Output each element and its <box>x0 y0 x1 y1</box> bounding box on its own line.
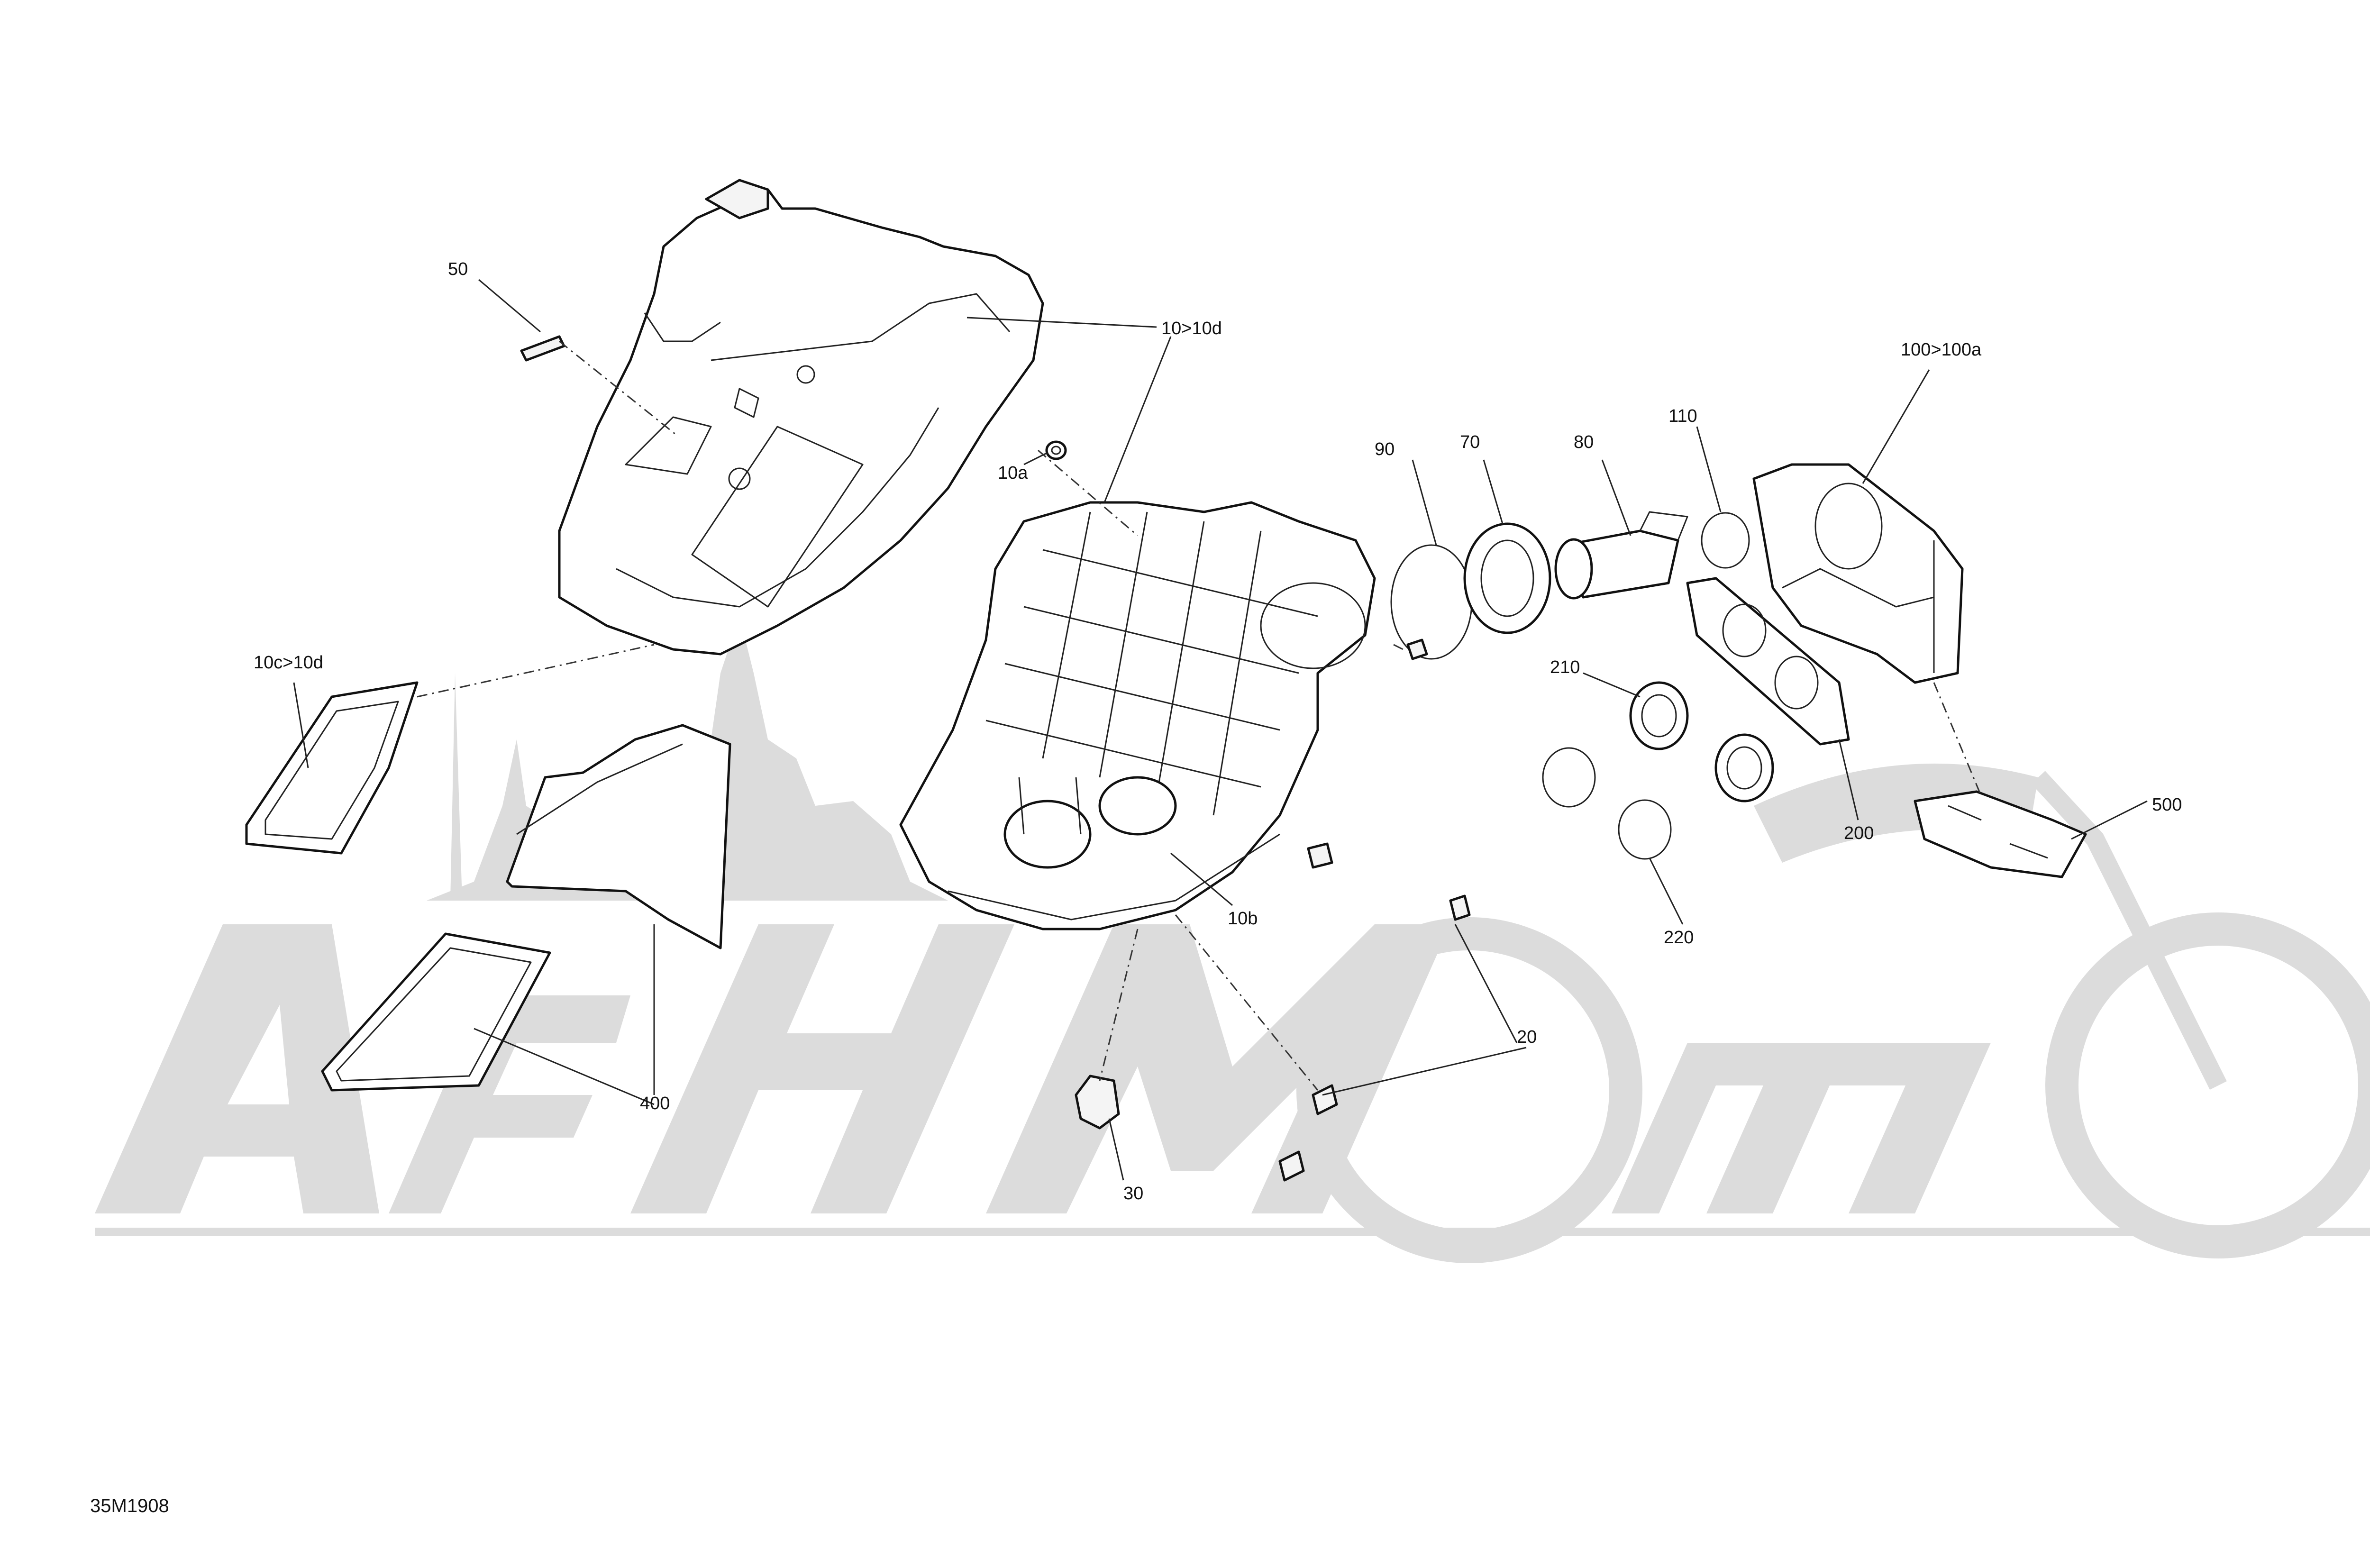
part-210-boots <box>1629 681 1774 802</box>
part-80-intake-tube <box>1554 511 1688 600</box>
watermark-letter-5 <box>1612 1043 1991 1213</box>
callout-10b: 10b <box>1228 909 1258 929</box>
watermark-spire-left <box>450 673 462 901</box>
callout-110: 110 <box>1668 406 1697 426</box>
part-70-ring <box>1463 522 1551 634</box>
callout-50: 50 <box>448 259 468 279</box>
watermark-letter-2 <box>389 995 630 1213</box>
part-30-clip <box>1075 1075 1120 1130</box>
part-500-pad <box>1914 790 2087 878</box>
part-10a-grommet <box>1045 440 1067 460</box>
part-90-clamp <box>1390 544 1473 660</box>
callout-80: 80 <box>1574 432 1594 452</box>
callout-labels: 50 10>10d 10a 10c>10d 10b 400 30 20 90 7… <box>254 259 2182 1203</box>
part-10c-gasket <box>245 681 419 855</box>
watermark-fork <box>2031 771 2227 1090</box>
part-200-adapter-plate <box>1686 577 1850 746</box>
part-20-clips <box>1278 842 1471 1182</box>
callout-220: 220 <box>1664 928 1694 948</box>
parts <box>245 179 2087 1182</box>
lower-airbox-housing <box>899 501 1376 930</box>
part-400-filter-panel <box>321 724 731 1092</box>
callout-10c-10d: 10c>10d <box>254 653 323 673</box>
watermark-baseline <box>95 1228 2370 1236</box>
callout-100-100a: 100>100a <box>1901 340 1982 360</box>
watermark-wheel-rear <box>1296 917 1642 1263</box>
watermark-letter-3 <box>630 924 1014 1213</box>
part-220-clamps <box>1542 747 1672 860</box>
callout-90: 90 <box>1375 439 1395 459</box>
part-100-airbox-cover <box>1752 463 1964 684</box>
callout-400: 400 <box>640 1094 670 1113</box>
watermark-letter-1 <box>95 924 379 1213</box>
watermark <box>95 616 2370 1263</box>
callout-20: 20 <box>1517 1027 1537 1047</box>
upper-airbox-housing <box>558 179 1044 656</box>
leader-lines <box>293 279 2148 1181</box>
watermark-tank <box>1754 763 2038 863</box>
callout-30: 30 <box>1123 1184 1143 1203</box>
callout-10a: 10a <box>998 463 1028 483</box>
part-110-oring <box>1701 512 1750 569</box>
callout-210: 210 <box>1550 657 1580 677</box>
callout-70: 70 <box>1460 432 1480 452</box>
callout-200: 200 <box>1844 823 1874 843</box>
watermark-wheel-front <box>2045 912 2370 1258</box>
figure-reference-code: 35M1908 <box>90 1495 169 1516</box>
callout-500: 500 <box>2152 795 2182 815</box>
part-50-clip <box>520 335 565 362</box>
callout-10-10d: 10>10d <box>1161 319 1222 338</box>
